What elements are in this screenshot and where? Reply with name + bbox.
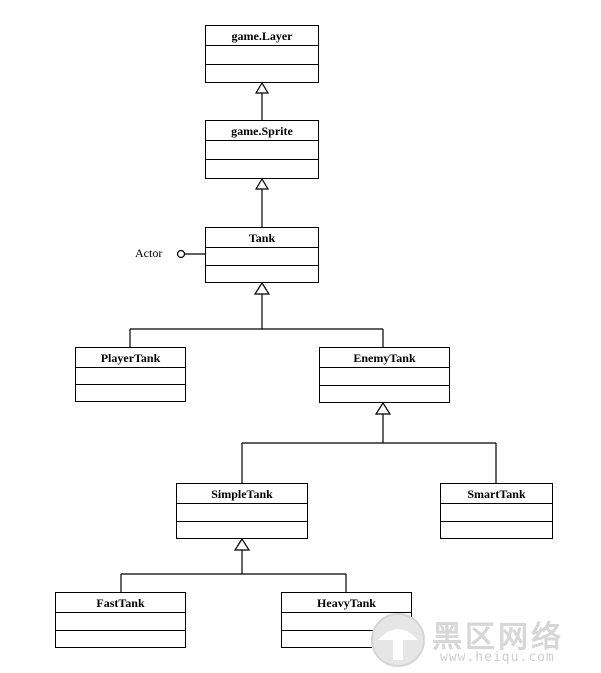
class-game-sprite: game.Sprite <box>205 120 319 179</box>
watermark: 黑区网络 www.heiqu.com <box>368 610 598 670</box>
inheritance-arrow-layer <box>254 81 270 94</box>
class-simple-tank: SimpleTank <box>176 483 308 539</box>
attributes-section <box>206 141 318 160</box>
watermark-logo-icon <box>371 613 425 667</box>
class-player-tank: PlayerTank <box>75 347 186 402</box>
class-name: game.Layer <box>206 26 318 46</box>
attributes-section <box>177 504 307 522</box>
watermark-url: www.heiqu.com <box>440 650 555 665</box>
watermark-title: 黑区网络 <box>432 620 564 655</box>
class-name: EnemyTank <box>320 348 449 368</box>
inheritance-arrow-sprite <box>254 177 270 190</box>
inheritance-arrow-enemytank <box>374 401 392 415</box>
class-fast-tank: FastTank <box>55 592 186 648</box>
class-name: FastTank <box>56 593 185 613</box>
methods-section <box>206 160 318 178</box>
methods-section <box>320 386 449 403</box>
class-name: HeavyTank <box>282 593 411 613</box>
methods-section <box>206 266 318 283</box>
inheritance-arrow-tank <box>253 281 271 295</box>
class-name: PlayerTank <box>76 348 185 368</box>
attributes-section <box>76 368 185 385</box>
methods-section <box>56 631 185 648</box>
class-tank: Tank <box>205 227 319 283</box>
interface-circle-actor <box>176 249 186 259</box>
class-enemy-tank: EnemyTank <box>319 347 450 403</box>
attributes-section <box>206 46 318 65</box>
class-name: Tank <box>206 228 318 248</box>
inheritance-arrow-simpletank <box>233 537 251 551</box>
class-name: SimpleTank <box>177 484 307 504</box>
class-name: game.Sprite <box>206 121 318 141</box>
methods-section <box>441 522 552 539</box>
attributes-section <box>56 613 185 631</box>
methods-section <box>76 385 185 401</box>
class-smart-tank: SmartTank <box>440 483 553 539</box>
methods-section <box>177 522 307 539</box>
attributes-section <box>320 368 449 386</box>
attributes-section <box>441 504 552 522</box>
class-name: SmartTank <box>441 484 552 504</box>
attributes-section <box>282 613 411 631</box>
class-game-layer: game.Layer <box>205 25 319 83</box>
attributes-section <box>206 248 318 266</box>
interface-label-actor: Actor <box>135 246 163 260</box>
methods-section <box>206 65 318 83</box>
